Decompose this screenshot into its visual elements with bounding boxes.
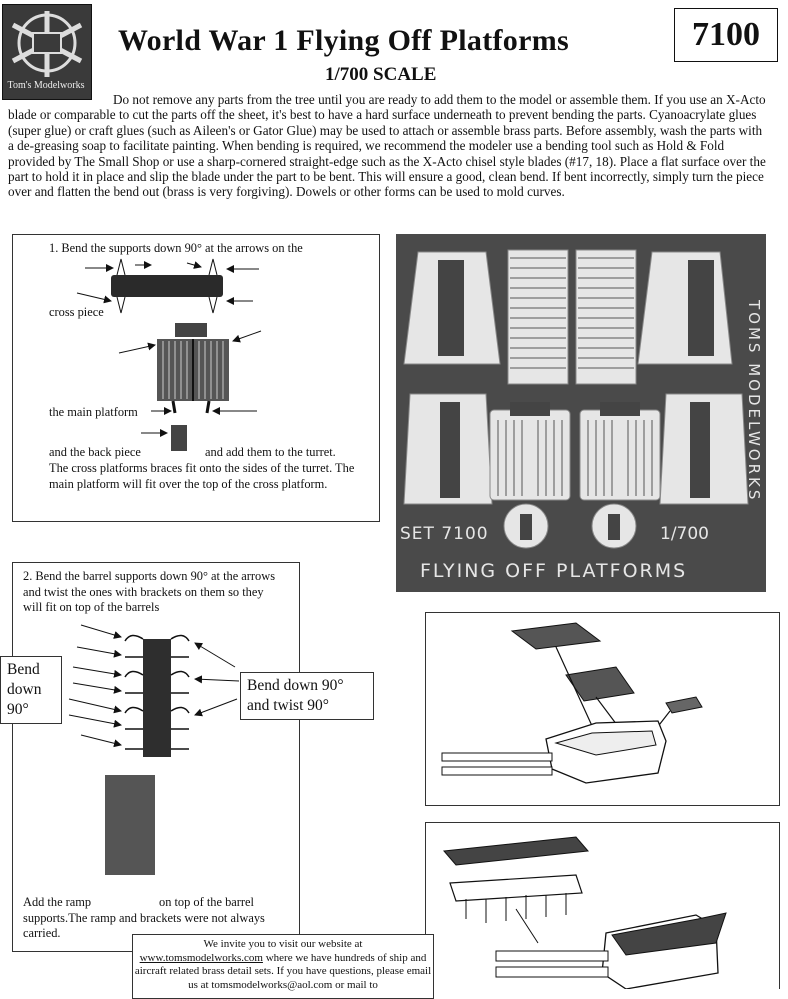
company-logo	[2, 4, 92, 100]
callout-bend-and-twist: Bend down 90° and twist 90°	[240, 672, 374, 720]
fret-brand-text: TOMS MODELWORKS	[745, 300, 763, 503]
page-title: World War 1 Flying Off Platforms	[118, 24, 569, 57]
ramp-assembly-diagram	[443, 836, 727, 989]
fret-parts-graphic	[403, 249, 749, 549]
assembly-figure-1	[425, 612, 780, 806]
step2-box: 2. Bend the barrel supports down 90° at …	[12, 562, 300, 952]
step2-ramp-label: Add the ramp	[23, 895, 92, 909]
fret-product-name: FLYING OFF PLATFORMS	[420, 560, 688, 582]
callout-bend-down: Bend down 90°	[0, 656, 62, 724]
fret-scale: 1/700	[660, 524, 709, 544]
scale-subtitle: 1/700 SCALE	[325, 64, 437, 85]
intro-paragraph: Do not remove any parts from the tree un…	[8, 92, 766, 200]
step1-box: 1. Bend the supports down 90° at the arr…	[12, 234, 380, 522]
step2-heading: 2. Bend the barrel supports down 90° at …	[23, 569, 276, 614]
step1-main-platform-label: the main platform	[49, 405, 138, 419]
turret-assembly-diagram	[441, 622, 703, 784]
fret-set-number: SET 7100	[400, 524, 489, 544]
footer-line1: We invite you to visit our website at	[203, 938, 363, 950]
logo-text: Tom's Modelworks	[7, 80, 85, 91]
step1-turret-label: and add them to the turret.	[205, 445, 336, 459]
part-number-box: 7100	[674, 8, 778, 62]
step1-body: The cross platforms braces fit onto the …	[49, 461, 355, 491]
website-footer: We invite you to visit our website at ww…	[132, 934, 434, 999]
step1-parts-diagram	[76, 258, 262, 451]
step2-parts-diagram	[68, 624, 240, 875]
assembly-figure-2	[425, 822, 780, 989]
step1-back-piece-label: and the back piece	[49, 445, 141, 459]
step1-cross-piece-label: cross piece	[49, 305, 104, 319]
photo-etch-fret	[396, 234, 766, 592]
website-link[interactable]: www.tomsmodelworks.com	[139, 951, 263, 964]
step1-heading: 1. Bend the supports down 90° at the arr…	[49, 241, 303, 255]
step2-ramp-body: on top of the barrel supports.The ramp a…	[23, 895, 265, 940]
logo-propeller-icon	[11, 11, 83, 77]
